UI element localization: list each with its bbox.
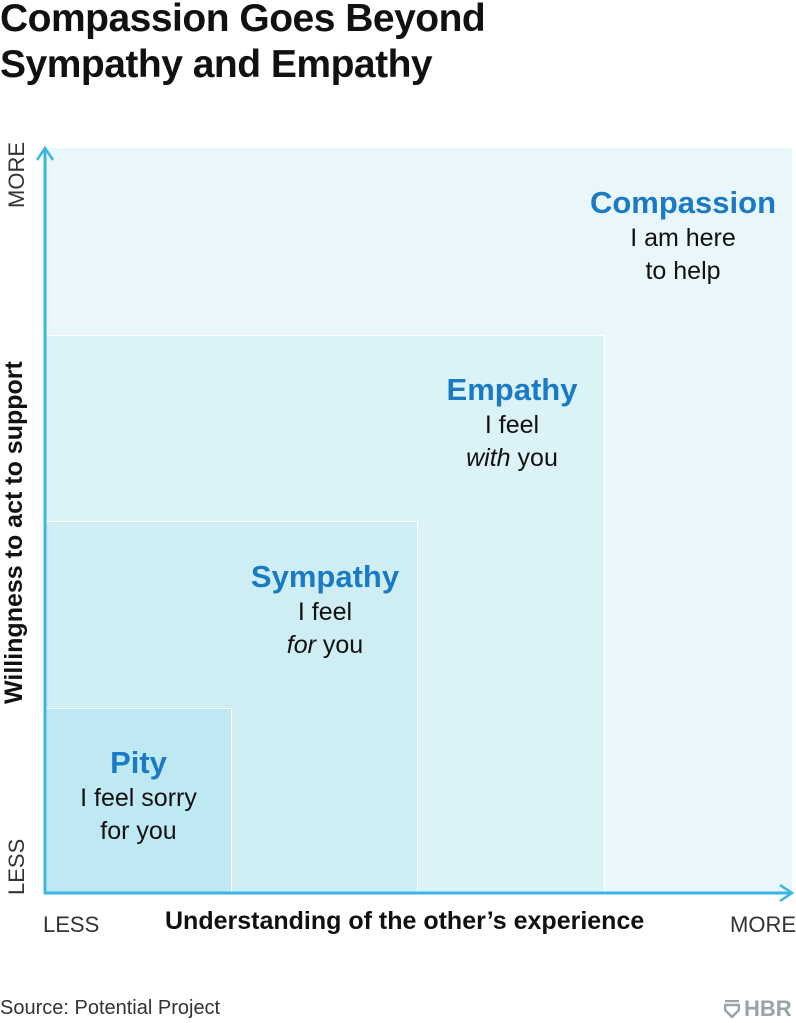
pity-label: Pity I feel sorry for you — [45, 744, 232, 848]
level-text: for you — [225, 629, 425, 662]
compassion-label: Compassion I am here to help — [572, 184, 794, 288]
level-text: for you — [100, 817, 177, 845]
shield-icon — [724, 1000, 740, 1018]
emphasis: with — [466, 444, 511, 472]
level-text: I feel — [297, 598, 353, 626]
hbr-logo: HBR — [724, 996, 792, 1022]
x-axis-arrow-icon — [779, 883, 795, 903]
level-name: Compassion — [589, 185, 777, 220]
level-name: Sympathy — [250, 559, 400, 594]
level-text: to help — [645, 257, 721, 285]
x-axis-high: MORE — [730, 912, 796, 937]
emphasis: for — [286, 631, 316, 659]
title-line: Compassion Goes Beyond — [0, 0, 486, 40]
level-name: Empathy — [446, 372, 578, 407]
x-axis-low: LESS — [43, 912, 100, 937]
level-text: with you — [412, 442, 612, 475]
x-axis-label: Understanding of the other’s experience — [165, 907, 645, 935]
y-axis-arrow-icon — [35, 145, 55, 161]
level-text: I feel sorry — [80, 784, 197, 812]
logo-text: HBR — [744, 996, 792, 1021]
y-axis-high: MORE — [4, 142, 29, 208]
source-note: Source: Potential Project — [0, 997, 221, 1019]
level-text-rest: you — [510, 444, 558, 472]
empathy-label: Empathy I feel with you — [412, 371, 612, 475]
pity-region — [45, 708, 232, 893]
level-text: I feel — [484, 411, 540, 439]
y-axis-low: LESS — [4, 838, 29, 895]
level-text-rest: you — [315, 631, 364, 659]
level-name: Pity — [110, 745, 167, 780]
y-axis-label: Willingness to act to support — [0, 361, 28, 704]
title-line: Sympathy and Empathy — [0, 43, 433, 86]
sympathy-label: Sympathy I feel for you — [225, 558, 425, 662]
level-text: I am here — [630, 224, 736, 252]
